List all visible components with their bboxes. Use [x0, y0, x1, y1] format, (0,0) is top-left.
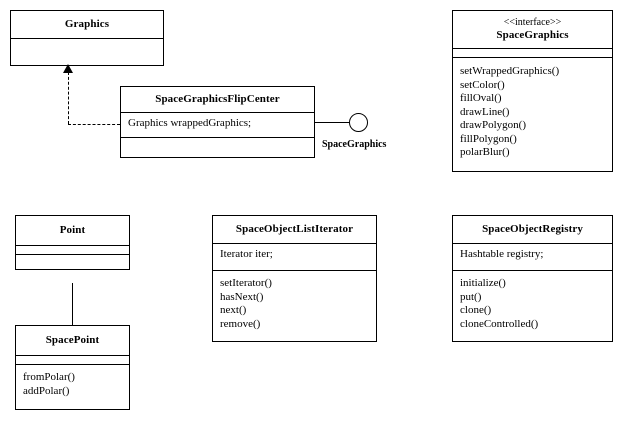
method-item: initialize() [460, 277, 506, 289]
class-name-space-object-list-iterator: SpaceObjectListIterator [235, 223, 354, 235]
class-attributes-compartment: Graphics wrappedGraphics; [121, 112, 314, 137]
class-box-space-graphics-flip-center[interactable]: SpaceGraphicsFlipCenter Graphics wrapped… [120, 86, 315, 158]
class-title-compartment: Graphics [11, 11, 163, 38]
method-item: polarBlur() [460, 146, 510, 158]
interface-attributes-compartment [453, 48, 612, 57]
method-item: remove() [220, 317, 261, 330]
class-box-point[interactable]: Point [15, 215, 130, 270]
class-box-space-object-list-iterator[interactable]: SpaceObjectListIterator Iterator iter; s… [212, 215, 377, 342]
realization-horizontal-segment [68, 124, 120, 125]
lollipop-interface-label: SpaceGraphics [322, 139, 387, 150]
class-attributes-compartment [16, 245, 129, 254]
class-name-point: Point [59, 224, 86, 236]
class-methods-compartment [121, 137, 314, 157]
attribute-item: Graphics wrappedGraphics; [128, 117, 252, 130]
attribute-item: Iterator iter; [220, 248, 273, 260]
class-title-compartment: Point [16, 216, 129, 245]
method-item: setIterator() [220, 277, 272, 289]
class-methods-compartment: initialize() put() clone() cloneControll… [453, 270, 612, 341]
class-methods-compartment [16, 254, 129, 269]
method-item: setColor() [460, 78, 505, 91]
class-title-compartment: SpacePoint [16, 326, 129, 355]
class-title-compartment: SpaceObjectListIterator [213, 216, 376, 243]
realization-riser-segment [68, 72, 69, 124]
class-name-space-graphics: SpaceGraphics [496, 29, 569, 41]
class-name-space-graphics-flip-center: SpaceGraphicsFlipCenter [155, 93, 280, 106]
lollipop-stem [315, 122, 349, 123]
method-item: next() [220, 304, 247, 316]
method-item: drawLine() [460, 105, 510, 118]
class-box-space-point[interactable]: SpacePoint fromPolar() addPolar() [15, 325, 130, 410]
class-methods-compartment: fromPolar() addPolar() [16, 364, 129, 409]
method-item: drawPolygon() [460, 119, 526, 131]
class-box-graphics[interactable]: Graphics [10, 10, 164, 66]
method-item: fromPolar() [23, 371, 75, 383]
method-item: cloneControlled() [460, 317, 539, 330]
class-name-space-point: SpacePoint [45, 334, 100, 346]
method-item: fillPolygon() [460, 132, 517, 145]
class-attributes-compartment [16, 355, 129, 364]
class-name-graphics: Graphics [64, 18, 110, 30]
class-box-space-object-registry[interactable]: SpaceObjectRegistry Hashtable registry; … [452, 215, 613, 342]
interface-stereotype: <<interface>> [503, 17, 562, 28]
class-attributes-compartment: Hashtable registry; [453, 243, 612, 270]
class-attributes-compartment: Iterator iter; [213, 243, 376, 270]
method-item: setWrappedGraphics() [460, 65, 560, 77]
interface-title-compartment: <<interface>> SpaceGraphics [453, 11, 612, 48]
attribute-item: Hashtable registry; [460, 248, 544, 260]
class-methods-compartment: setIterator() hasNext() next() remove() [213, 270, 376, 341]
interface-methods-compartment: setWrappedGraphics() setColor() fillOval… [453, 57, 612, 171]
method-item: put() [460, 290, 482, 303]
realization-arrowhead-filled-triangle [63, 64, 73, 73]
method-item: fillOval() [460, 92, 502, 104]
class-name-space-object-registry: SpaceObjectRegistry [482, 223, 583, 235]
method-item: clone() [460, 304, 492, 316]
method-item: addPolar() [23, 384, 70, 397]
class-box-space-graphics-interface[interactable]: <<interface>> SpaceGraphics setWrappedGr… [452, 10, 613, 172]
class-title-compartment: SpaceGraphicsFlipCenter [121, 87, 314, 112]
method-item: hasNext() [220, 290, 264, 303]
class-title-compartment: SpaceObjectRegistry [453, 216, 612, 243]
generalization-line-segment [72, 283, 73, 325]
lollipop-interface-ball[interactable] [349, 113, 368, 132]
class-members-compartment [11, 38, 163, 65]
